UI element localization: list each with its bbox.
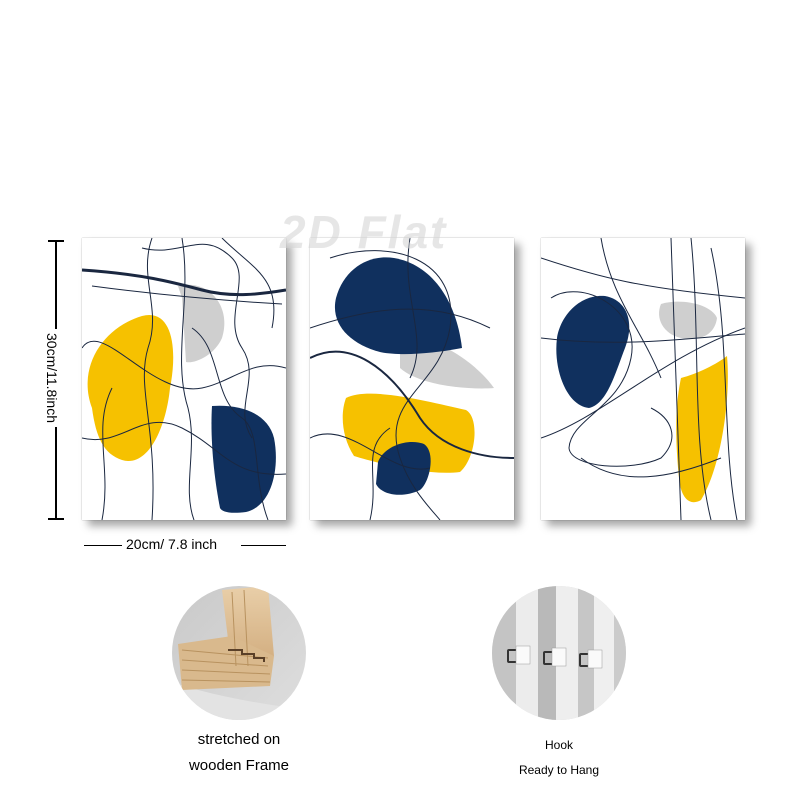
- navy-shape: [211, 405, 276, 513]
- width-dimension-line-left: [84, 545, 122, 546]
- dimension-cap-bottom: [48, 518, 64, 520]
- height-label: 30cm/11.8inch: [44, 328, 60, 428]
- navy-shape-small: [376, 442, 431, 495]
- width-dimension: 20cm/ 7.8 inch: [82, 536, 286, 554]
- art-panel-2: [310, 238, 514, 520]
- gray-shape: [178, 284, 225, 363]
- yellow-shape: [676, 356, 728, 503]
- gray-shape: [659, 301, 717, 340]
- hook-caption-line2: Ready to Hang: [518, 763, 600, 777]
- hook-photo: [492, 586, 626, 720]
- yellow-shape: [87, 314, 174, 462]
- art-panel-3: [541, 238, 745, 520]
- frame-caption-line2: wooden Frame: [188, 757, 290, 774]
- wooden-frame-photo: [172, 586, 306, 720]
- width-label: 20cm/ 7.8 inch: [126, 536, 218, 552]
- navy-shape: [556, 295, 630, 408]
- hook-caption-line1: Hook: [544, 738, 573, 752]
- navy-shape: [334, 257, 462, 355]
- art-panel-1: [82, 238, 286, 520]
- frame-caption-line1: stretched on: [197, 731, 281, 748]
- watermark-text: 2D Flat: [280, 206, 448, 258]
- width-dimension-line-right: [241, 545, 286, 546]
